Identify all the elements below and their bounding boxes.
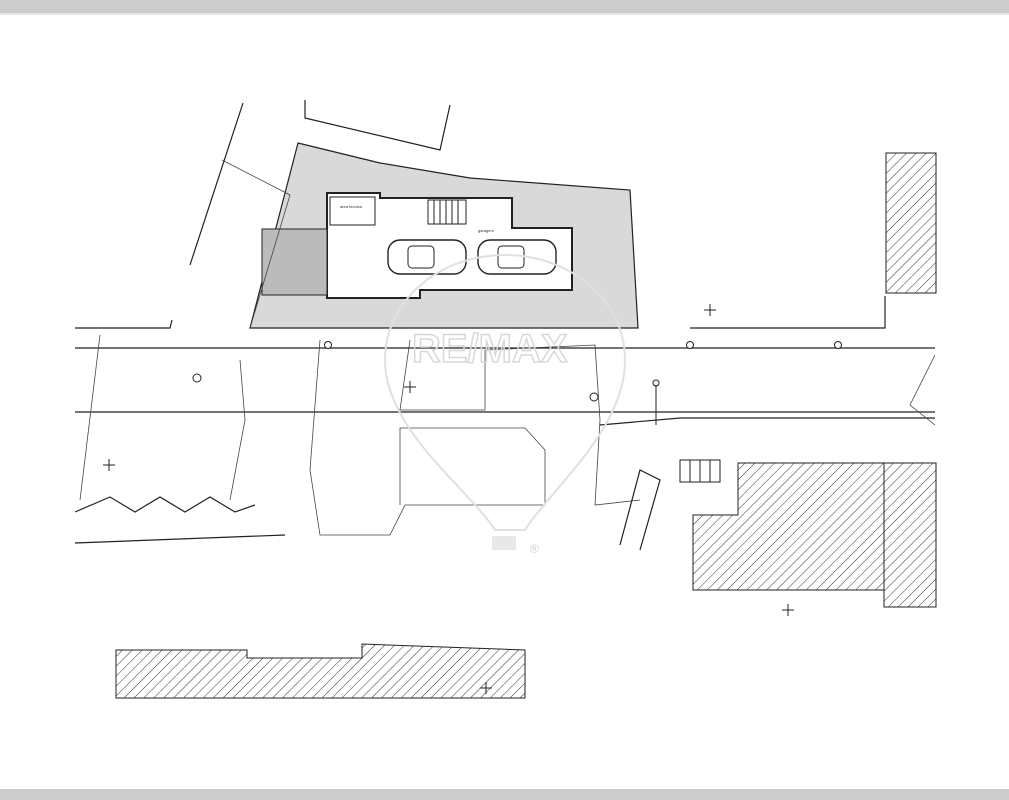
boundary-line bbox=[221, 159, 291, 329]
technical-room bbox=[329, 196, 376, 226]
cross-marker-icon bbox=[103, 304, 794, 694]
car-icon bbox=[387, 239, 467, 275]
road-edge bbox=[690, 296, 886, 329]
curb-line bbox=[399, 339, 641, 506]
neighbour-building bbox=[883, 462, 937, 608]
watermark-registered: ® bbox=[530, 542, 539, 556]
curb-line bbox=[79, 334, 101, 501]
room-label-technical: área técnica bbox=[340, 204, 363, 209]
curb-line bbox=[909, 354, 936, 426]
room-label-garage: garagem bbox=[478, 228, 494, 233]
neighbour-building bbox=[885, 152, 937, 294]
curb-line bbox=[599, 417, 935, 426]
steps bbox=[679, 459, 721, 483]
curb-line bbox=[74, 534, 286, 544]
curb-line bbox=[619, 469, 661, 551]
watermark-logo: RE/MAX ® bbox=[383, 253, 627, 556]
top-frame-bar bbox=[0, 0, 1009, 15]
staircase bbox=[427, 199, 467, 225]
neighbour-building bbox=[115, 643, 526, 699]
watermark-brand: RE/MAX bbox=[412, 327, 568, 371]
curb-line bbox=[229, 359, 246, 501]
entrance-ramp bbox=[261, 228, 328, 296]
curb-line bbox=[74, 496, 256, 513]
car-icon bbox=[477, 239, 557, 275]
road-edge bbox=[75, 319, 173, 329]
survey-point-icon bbox=[192, 341, 842, 402]
neighbour-building bbox=[692, 462, 885, 591]
street-lamp-icon bbox=[652, 379, 660, 425]
boundary-line bbox=[304, 100, 451, 151]
bottom-frame-bar bbox=[0, 789, 1009, 800]
boundary-line bbox=[189, 102, 244, 266]
